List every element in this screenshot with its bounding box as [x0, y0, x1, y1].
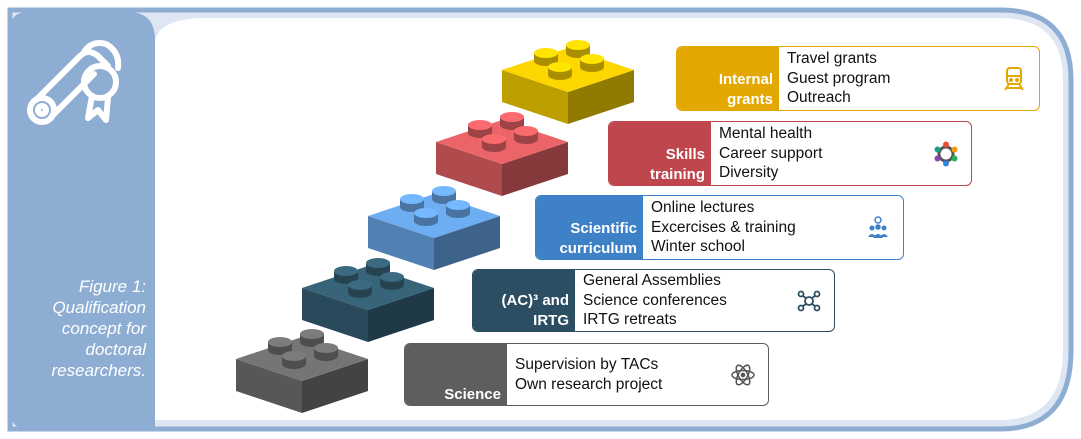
tier-label: Science [405, 344, 507, 405]
tier-label-line: Internal [718, 71, 773, 88]
list-item: Winter school [651, 238, 745, 256]
caption-line: doctoral [85, 340, 146, 359]
figure-caption: Figure 1: Qualification concept for doct… [22, 276, 146, 381]
tier-label: Skills training [609, 122, 711, 185]
tier-internal-grants: Internal grants Travel grants Guest prog… [676, 46, 1040, 111]
tier-label: Scientific curriculum [536, 196, 643, 259]
network-icon [797, 290, 821, 311]
tier-label-line: training [650, 166, 705, 183]
brick-1 [436, 112, 568, 196]
list-item: Guest program [787, 69, 891, 87]
brick-2 [368, 186, 500, 270]
tier-items: Supervision by TACs Own research project [507, 344, 768, 405]
list-item: Own research project [515, 375, 663, 393]
tier-science: Science Supervision by TACs Own research… [404, 343, 769, 406]
tier-ac3-irtg: (AC)³ and IRTG General Assemblies Scienc… [472, 269, 835, 332]
caption-line: concept for [61, 319, 146, 338]
list-item: Travel grants [787, 50, 877, 68]
caption-line: Qualification [52, 298, 146, 317]
list-item: Mental health [719, 125, 813, 143]
tier-label-line: curriculum [559, 240, 637, 257]
tier-skills-training: Skills training Mental health Career sup… [608, 121, 972, 186]
tier-label-line: IRTG [533, 312, 569, 329]
tier-label: (AC)³ and IRTG [473, 270, 575, 331]
diploma-scroll-icon [27, 40, 122, 125]
list-item: General Assemblies [583, 272, 721, 290]
tier-scientific-curriculum: Scientific curriculum Online lectures Ex… [535, 195, 904, 260]
train-icon [1004, 66, 1024, 91]
tier-label-line: Science [444, 386, 501, 403]
tier-label-line: Skills [665, 146, 705, 163]
list-item: Outreach [787, 89, 851, 107]
tier-items: Mental health Career support Diversity [711, 122, 971, 185]
atom-icon [731, 363, 755, 386]
tier-label-line: Scientific [570, 220, 637, 237]
brick-0 [502, 40, 634, 124]
tier-items: Travel grants Guest program Outreach [779, 47, 1039, 110]
list-item: Supervision by TACs [515, 356, 659, 373]
list-item: Science conferences [583, 291, 727, 309]
tier-items: Online lectures Excercises & training Wi… [643, 196, 903, 259]
tier-label-line: (AC)³ and [501, 292, 570, 309]
list-item: Diversity [719, 164, 779, 182]
diversity-circle-icon [934, 141, 958, 166]
tier-label: Internal grants [677, 47, 779, 110]
team-idea-icon [868, 215, 888, 238]
list-item: IRTG retreats [583, 311, 677, 329]
tier-items: General Assemblies Science conferences I… [575, 270, 834, 331]
list-item: Career support [719, 144, 823, 162]
tier-label-line: grants [727, 91, 773, 108]
caption-line: researchers. [51, 361, 146, 380]
caption-line: Figure 1: [78, 277, 146, 296]
brick-3 [302, 258, 434, 342]
brick-4 [236, 329, 368, 413]
list-item: Excercises & training [651, 218, 796, 236]
list-item: Online lectures [651, 199, 755, 217]
